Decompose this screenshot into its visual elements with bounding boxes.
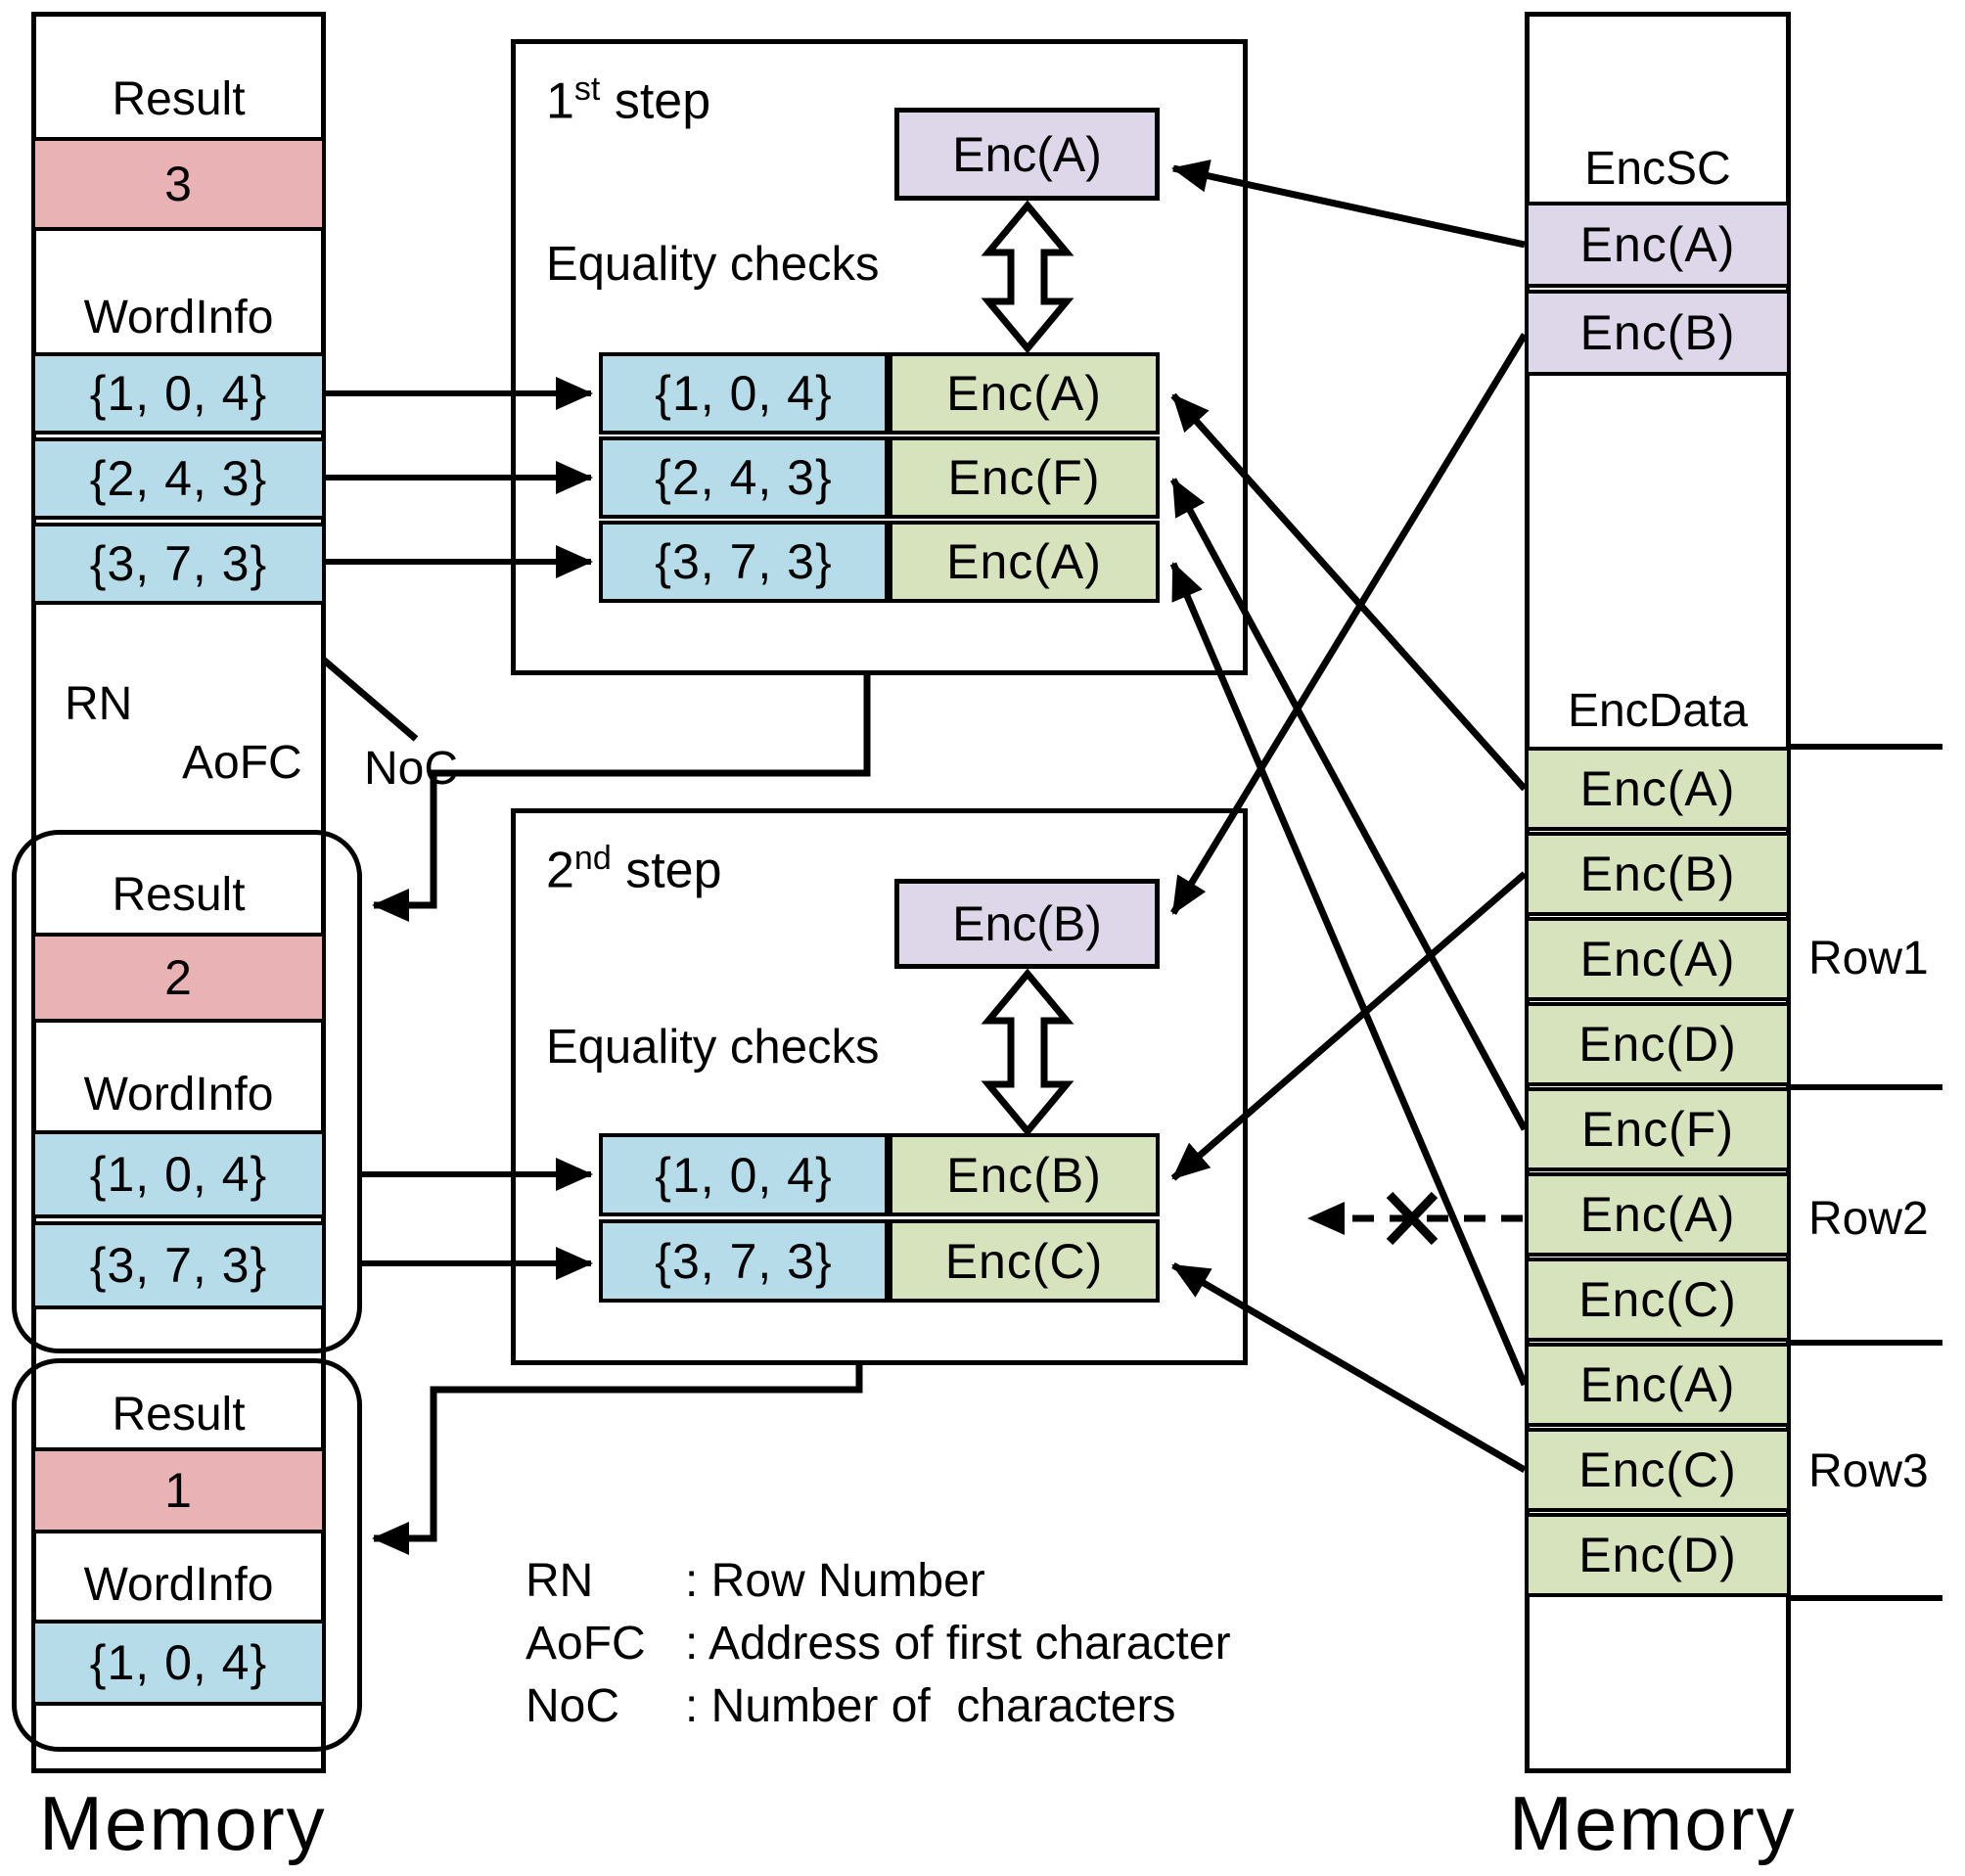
step2-row2-enc: Enc(C) bbox=[889, 1219, 1160, 1303]
row2-label: Row2 bbox=[1808, 1193, 1929, 1245]
step1-title-num: 1 bbox=[546, 72, 574, 130]
wordinfo1-entry-2: {2, 4, 3} bbox=[31, 437, 326, 520]
encdata-cell-7: Enc(A) bbox=[1525, 1343, 1791, 1427]
legend-term-noc: NoC bbox=[526, 1680, 620, 1732]
step1-row2-enc: Enc(F) bbox=[889, 436, 1160, 519]
result1-value: 3 bbox=[31, 137, 326, 231]
encdata-cell-5: Enc(A) bbox=[1525, 1172, 1791, 1257]
noc-label: NoC bbox=[364, 743, 459, 795]
encdata-cell-2: Enc(A) bbox=[1525, 917, 1791, 1001]
result1-header: Result bbox=[112, 72, 246, 125]
legend-def-noc: : Number of characters bbox=[685, 1680, 1176, 1732]
step2-row1-enc: Enc(B) bbox=[889, 1133, 1160, 1216]
right-memory-label: Memory bbox=[1509, 1780, 1797, 1866]
arrow-encdata8-step2-row2 bbox=[1171, 1261, 1527, 1474]
wordinfo1-header: WordInfo bbox=[83, 291, 274, 343]
wordinfo2-entry-2: {3, 7, 3} bbox=[31, 1221, 326, 1309]
step2-box bbox=[511, 808, 1248, 1365]
arrow-encdata0-step1-row1 bbox=[1170, 392, 1528, 792]
arrow-encsc-b-step2 bbox=[1170, 333, 1528, 915]
step1-row1-word: {1, 0, 4} bbox=[599, 352, 889, 435]
legend-def-rn: : Row Number bbox=[685, 1555, 985, 1607]
encdata-cell-4: Enc(F) bbox=[1525, 1087, 1791, 1171]
equality-double-arrow-step1 bbox=[981, 200, 1074, 354]
arrow-encdata7-step1-row3 bbox=[1169, 562, 1529, 1387]
step1-search-char-box: Enc(A) bbox=[894, 108, 1160, 201]
legend-term-rn: RN bbox=[526, 1555, 594, 1607]
legend-term-aofc: AoFC bbox=[526, 1618, 646, 1670]
result-group-3 bbox=[12, 1358, 362, 1752]
encdata-cell-1: Enc(B) bbox=[1525, 832, 1791, 916]
encdata-cell-8: Enc(C) bbox=[1525, 1428, 1791, 1512]
step1-equality-label: Equality checks bbox=[546, 238, 880, 291]
encdata-cell-6: Enc(C) bbox=[1525, 1258, 1791, 1342]
step2-title-rest: step bbox=[611, 842, 722, 899]
step2-equality-label: Equality checks bbox=[546, 1021, 880, 1074]
wordinfo1-entry-1: {1, 0, 4} bbox=[31, 352, 326, 435]
aofc-label: AoFC bbox=[182, 737, 302, 789]
step1-row3-word: {3, 7, 3} bbox=[599, 521, 889, 603]
step1-row3-enc: Enc(A) bbox=[889, 521, 1160, 603]
wordinfo1-entry-3: {3, 7, 3} bbox=[31, 523, 326, 605]
step1-title: 1st step bbox=[546, 70, 710, 130]
step1-row2-word: {2, 4, 3} bbox=[599, 436, 889, 519]
result3-header: Result bbox=[112, 1388, 246, 1441]
legend-def-aofc: : Address of first character bbox=[685, 1618, 1231, 1670]
skipped-x-mark-2 bbox=[1386, 1191, 1439, 1246]
result2-value: 2 bbox=[31, 933, 326, 1023]
result2-header: Result bbox=[112, 868, 246, 921]
step2-title-num: 2 bbox=[546, 842, 574, 899]
encdata-cell-0: Enc(A) bbox=[1525, 747, 1791, 831]
wordinfo3-entry-1: {1, 0, 4} bbox=[31, 1620, 326, 1706]
row1-label: Row1 bbox=[1808, 933, 1929, 984]
step1-box bbox=[511, 39, 1248, 675]
step2-title-sup: nd bbox=[573, 840, 612, 877]
equality-double-arrow-step2 bbox=[981, 968, 1074, 1137]
step2-title: 2nd step bbox=[546, 840, 721, 899]
wordinfo2-entry-1: {1, 0, 4} bbox=[31, 1130, 326, 1218]
encsc-header: EncSC bbox=[1584, 142, 1731, 195]
step2-row2-word: {3, 7, 3} bbox=[599, 1219, 889, 1303]
step1-title-sup: st bbox=[573, 70, 601, 108]
encdata-header: EncData bbox=[1567, 684, 1749, 737]
arrow-encsc-a-step1 bbox=[1171, 160, 1526, 249]
rn-label: RN bbox=[65, 678, 133, 730]
left-memory-label: Memory bbox=[39, 1780, 327, 1866]
wordinfo3-header: WordInfo bbox=[83, 1558, 274, 1611]
encsc-cell-2: Enc(B) bbox=[1525, 290, 1791, 376]
arrow-encdata4-step1-row2 bbox=[1169, 478, 1529, 1131]
arrow-encdata1-step2-row1 bbox=[1170, 871, 1528, 1181]
encdata-cell-9: Enc(D) bbox=[1525, 1513, 1791, 1597]
step1-title-rest: step bbox=[600, 72, 711, 130]
step2-search-char-box: Enc(B) bbox=[894, 879, 1160, 969]
row3-label: Row3 bbox=[1808, 1445, 1929, 1497]
step2-row1-word: {1, 0, 4} bbox=[599, 1133, 889, 1216]
result-group-2 bbox=[12, 830, 362, 1353]
encdata-cell-3: Enc(D) bbox=[1525, 1002, 1791, 1086]
wordinfo2-header: WordInfo bbox=[83, 1068, 274, 1121]
arrow-step2-to-result3 bbox=[372, 1365, 863, 1555]
step1-row1-enc: Enc(A) bbox=[889, 352, 1160, 435]
arrow-step1-to-result2 bbox=[372, 675, 871, 922]
result3-value: 1 bbox=[31, 1447, 326, 1533]
encsc-cell-1: Enc(A) bbox=[1525, 202, 1791, 288]
